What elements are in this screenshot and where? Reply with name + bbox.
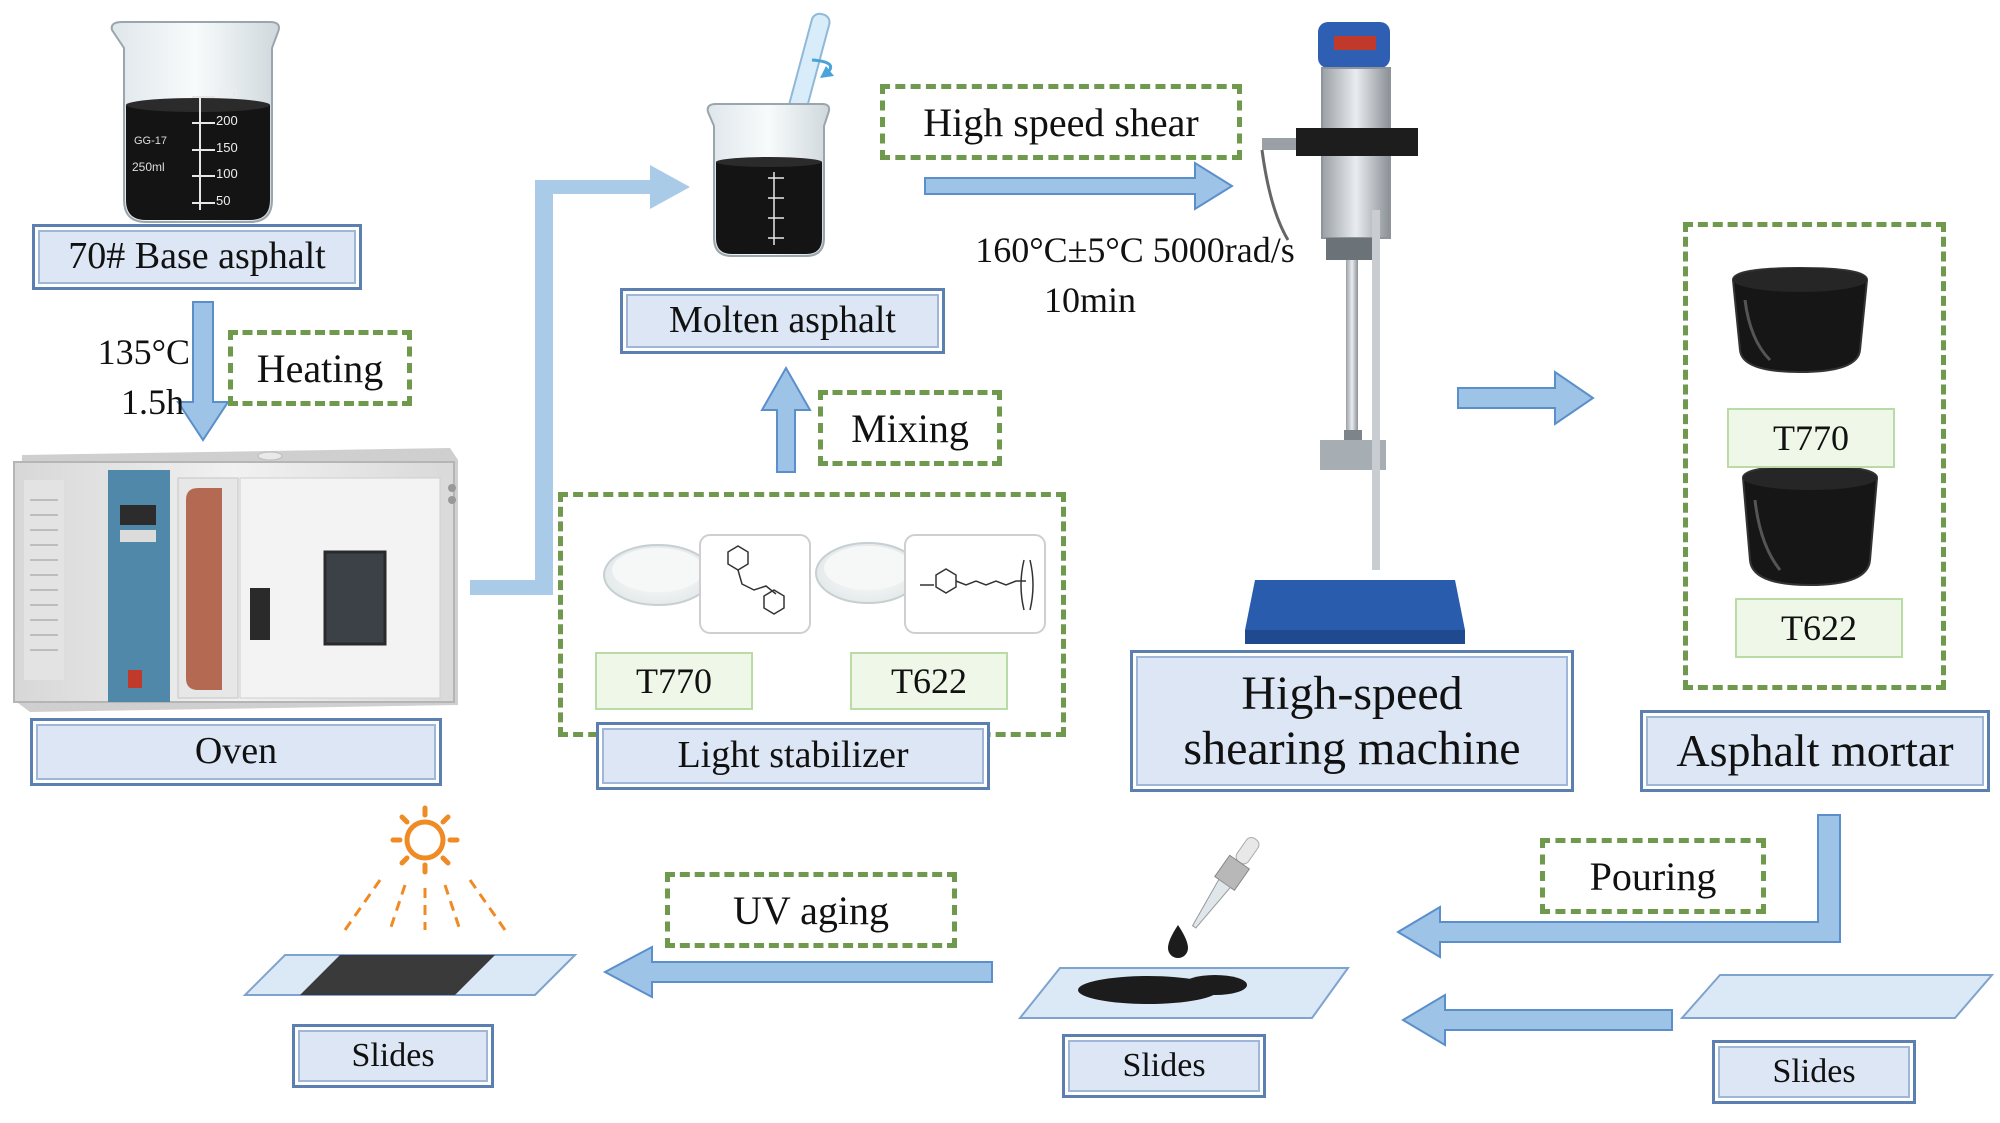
label-shearing-machine: High-speed shearing machine (1130, 650, 1574, 792)
shear-parameters: 160°C±5°C 5000rad/s (975, 230, 1295, 270)
arrow-uv-aging (602, 945, 993, 999)
label-oven: Oven (30, 718, 442, 786)
slide-blank-illustration (1679, 974, 1995, 1019)
mortar-cup-t770 (1731, 266, 1869, 374)
step-uv-aging: UV aging (665, 872, 957, 948)
beaker-glass-label: GG-17 (134, 135, 168, 147)
shearing-machine-illustration (1245, 22, 1465, 644)
label-base-asphalt: 70# Base asphalt (32, 224, 362, 290)
arrow-base-to-oven (176, 301, 230, 442)
heating-temp: 135°C (97, 332, 190, 372)
label-asphalt-mortar: Asphalt mortar (1640, 710, 1990, 792)
beaker-mark: 250 (216, 86, 238, 101)
beaker-mark: 50 (216, 193, 231, 208)
step-mixing: Mixing (818, 390, 1002, 466)
label-light-stabilizer: Light stabilizer (596, 722, 990, 790)
oven-illustration (13, 448, 458, 712)
beaker-molten-asphalt (706, 12, 834, 257)
stabilizer-t622-illustration (815, 534, 1046, 634)
sun-icon (343, 805, 507, 931)
beaker-mark: 150 (216, 140, 238, 155)
step-pouring: Pouring (1540, 838, 1766, 914)
tag-t770-mortar: T770 (1727, 408, 1895, 468)
arrow-to-shear (924, 161, 1234, 211)
arrow-slides-left (1401, 993, 1673, 1047)
machine-label-line1: High-speed (1241, 666, 1463, 720)
label-slides-uv: Slides (292, 1024, 494, 1088)
label-molten-asphalt: Molten asphalt (620, 288, 945, 354)
stabilizer-t770-illustration (603, 534, 811, 634)
tag-t770-stabilizer: T770 (595, 652, 753, 710)
dropper-icon (1168, 837, 1260, 958)
beaker-mark: 200 (216, 113, 238, 128)
tag-t622-stabilizer: T622 (850, 652, 1008, 710)
arrow-mixing-up (760, 365, 812, 473)
beaker-volume-label: 250ml (132, 160, 165, 174)
step-heating: Heating (228, 330, 412, 406)
label-slides-blank: Slides (1712, 1040, 1916, 1104)
heating-time: 1.5h (121, 382, 184, 422)
arrow-pouring (1396, 814, 1841, 959)
slide-pouring-illustration (1017, 967, 1350, 1019)
arrow-to-mortar (1457, 370, 1595, 426)
step-high-speed-shear: High speed shear (880, 84, 1242, 160)
mortar-cup-t622 (1741, 464, 1879, 587)
asphalt-mortar-group (1683, 222, 1946, 690)
slide-uv-aging-illustration (242, 954, 578, 996)
machine-label-line2: shearing machine (1183, 722, 1521, 775)
label-slides-pouring: Slides (1062, 1034, 1266, 1098)
tag-t622-mortar: T622 (1735, 598, 1903, 658)
beaker-mark: 100 (216, 166, 238, 181)
shear-time: 10min (1043, 280, 1136, 320)
beaker-base-asphalt (110, 21, 280, 223)
